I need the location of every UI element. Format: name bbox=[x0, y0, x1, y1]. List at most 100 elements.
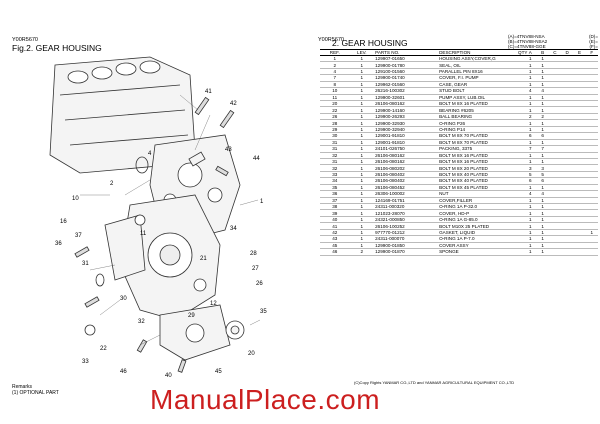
left-page-code: Y00R5670 bbox=[12, 37, 38, 43]
ref-cell: 46 bbox=[320, 248, 350, 256]
parts-no-cell: 129900-01850 bbox=[374, 242, 439, 250]
qty-cell bbox=[548, 94, 562, 102]
qty-cell bbox=[561, 100, 574, 108]
ref-cell: 37 bbox=[320, 197, 350, 205]
description-cell: BEARING #6205 bbox=[438, 106, 525, 114]
callout-label: 16 bbox=[60, 219, 67, 225]
description-cell: O-RING 1A P-7.0 bbox=[438, 235, 525, 243]
qty-cell bbox=[585, 119, 598, 127]
qty-cell: 1 bbox=[536, 106, 549, 114]
lev-cell: 1 bbox=[349, 152, 375, 159]
col-e: E bbox=[573, 48, 586, 56]
qty-cell: 5 bbox=[524, 171, 537, 179]
ref-cell: 31 bbox=[320, 139, 350, 147]
callout-label: 2 bbox=[110, 181, 114, 187]
qty-cell bbox=[585, 113, 598, 121]
qty-cell: 1 bbox=[524, 74, 537, 82]
qty-cell: 1 bbox=[524, 184, 537, 192]
qty-cell bbox=[548, 164, 562, 172]
model-a: (A)=4TNV88-NSA bbox=[508, 34, 545, 39]
parts-no-cell: 129900-32940 bbox=[374, 126, 439, 134]
description-cell: HOUSING ASSY,COVER,G bbox=[438, 55, 525, 63]
ref-cell: 38 bbox=[320, 203, 350, 211]
parts-no-cell: 26106-080162 bbox=[374, 100, 439, 108]
callout-label: 27 bbox=[252, 266, 259, 272]
qty-cell: 5 bbox=[536, 171, 549, 179]
lev-cell: 1 bbox=[349, 209, 375, 217]
model-c: (C)=4TNV88-GGE bbox=[508, 44, 546, 50]
qty-cell bbox=[561, 94, 574, 102]
parts-no-cell: 129900-32601 bbox=[374, 94, 439, 102]
parts-no-cell: 26306-100002 bbox=[374, 190, 439, 198]
qty-cell: 4 bbox=[524, 87, 537, 95]
ref-cell: 40 bbox=[320, 216, 350, 224]
qty-label: QTY bbox=[518, 50, 528, 55]
qty-cell bbox=[573, 190, 586, 198]
qty-cell bbox=[585, 139, 598, 147]
callout-label: 32 bbox=[138, 319, 145, 325]
qty-cell bbox=[573, 68, 586, 76]
ref-cell: 34 bbox=[320, 177, 350, 185]
qty-cell bbox=[561, 74, 574, 82]
qty-cell: 1 bbox=[536, 94, 549, 102]
qty-cell: 1 bbox=[536, 209, 549, 217]
callout-label: 45 bbox=[215, 369, 222, 375]
qty-cell bbox=[561, 242, 574, 250]
qty-cell: 1 bbox=[524, 222, 537, 230]
qty-cell bbox=[573, 197, 586, 205]
callout-label: 46 bbox=[120, 369, 127, 375]
remarks-title: Remarks bbox=[12, 384, 33, 390]
callout-label: 20 bbox=[248, 351, 255, 357]
lev-cell: 1 bbox=[349, 132, 375, 140]
description-cell: PARALLEL PIN 8X16 bbox=[438, 68, 525, 76]
qty-cell: 2 bbox=[536, 113, 549, 121]
page-title: 2. GEAR HOUSING bbox=[332, 38, 408, 49]
parts-table: 2. GEAR HOUSING REF. LEV. PARTS NO. DESC… bbox=[320, 38, 598, 256]
qty-cell: 1 bbox=[524, 216, 537, 224]
qty-cell bbox=[548, 229, 562, 237]
qty-cell bbox=[585, 164, 598, 172]
description-cell: BOLT M 8X 40 PLATED bbox=[438, 177, 525, 185]
description-cell: BOLT M 8X 16 PLATED bbox=[438, 100, 525, 108]
qty-cell: 1 bbox=[536, 158, 549, 166]
lev-cell: 1 bbox=[349, 177, 375, 185]
qty-cell bbox=[573, 61, 586, 69]
qty-cell: 1 bbox=[536, 100, 549, 108]
lev-cell: 1 bbox=[349, 145, 375, 153]
description-cell: BOLT M 8X 16 PLATED bbox=[438, 152, 525, 159]
qty-cell bbox=[585, 126, 598, 134]
ref-cell: 41 bbox=[320, 222, 350, 230]
lev-cell: 1 bbox=[349, 113, 375, 121]
qty-cell bbox=[548, 235, 562, 243]
ref-cell: 26 bbox=[320, 113, 350, 121]
lev-cell: 1 bbox=[349, 139, 375, 147]
parts-no-cell: 129900-14160 bbox=[374, 106, 439, 114]
qty-cell: 1 bbox=[536, 74, 549, 82]
qty-cell bbox=[561, 132, 574, 140]
description-cell: BALL BEARING bbox=[438, 113, 525, 121]
qty-cell bbox=[573, 74, 586, 82]
callout-label: 34 bbox=[230, 226, 237, 232]
lev-cell: 1 bbox=[349, 216, 375, 224]
description-cell: SEAL, OIL bbox=[438, 61, 525, 69]
parts-no-cell: 129001-91810 bbox=[374, 132, 439, 140]
qty-cell: 3 bbox=[524, 164, 537, 172]
qty-cell: 1 bbox=[524, 209, 537, 217]
callout-label: 33 bbox=[82, 359, 89, 365]
model-f: (F)= bbox=[589, 44, 598, 50]
qty-cell bbox=[585, 197, 598, 205]
qty-cell bbox=[573, 216, 586, 224]
ref-cell: 36 bbox=[320, 190, 350, 198]
description-cell: COVER,FILLER bbox=[438, 197, 525, 205]
qty-cell bbox=[573, 177, 586, 185]
ref-cell: 29 bbox=[320, 126, 350, 134]
qty-cell bbox=[573, 100, 586, 108]
qty-cell bbox=[548, 222, 562, 230]
